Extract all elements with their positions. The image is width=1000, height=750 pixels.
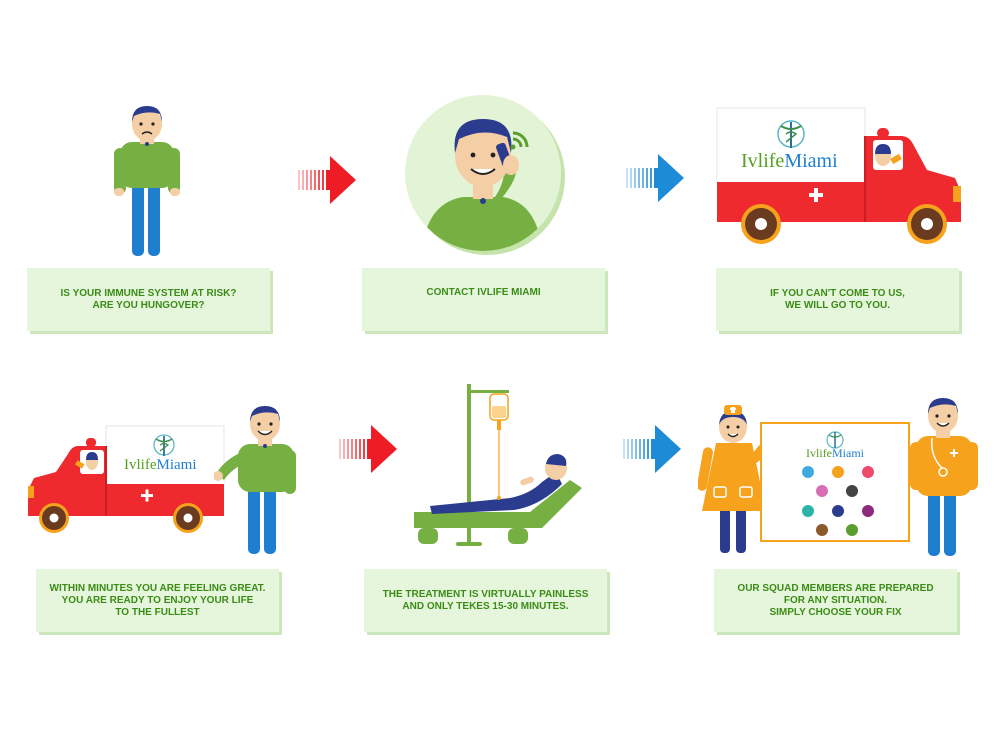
caption-line: WE WILL GO TO YOU. xyxy=(784,299,890,311)
caption-line: CONTACT IVLIFE MIAMI xyxy=(426,287,541,298)
logo-part-1: Ivlife xyxy=(741,150,785,172)
treatment-board: IvlifeMiami xyxy=(760,422,910,542)
caption-line: ARE YOU HUNGOVER? xyxy=(92,299,205,311)
caption-line: OUR SQUAD MEMBERS ARE PREPARED xyxy=(737,582,934,594)
logo-part-2: Miami xyxy=(156,457,197,473)
caduceus-icon xyxy=(153,434,175,456)
ivlife-logo: IvlifeMiami xyxy=(124,457,196,474)
wifi-signal-icon xyxy=(510,131,529,150)
caption-line: IF YOU CAN'T COME TO US, xyxy=(770,287,905,299)
arrow-right-icon xyxy=(626,154,684,202)
happy-man-illustration xyxy=(214,406,296,554)
arrow-right-icon xyxy=(623,425,681,473)
step-caption-2: CONTACT IVLIFE MIAMI xyxy=(362,268,605,331)
ambulance-icon: IvlifeMiami xyxy=(715,106,965,246)
ivlife-logo: IvlifeMiami xyxy=(741,150,838,173)
iv-drip-icon xyxy=(414,384,582,546)
ivlife-logo: IvlifeMiami xyxy=(762,446,908,461)
step-caption-1: IS YOUR IMMUNE SYSTEM AT RISK? ARE YOU H… xyxy=(27,268,270,331)
caption-line: SIMPLY CHOOSE YOUR FIX xyxy=(769,606,902,618)
step-caption-6: OUR SQUAD MEMBERS ARE PREPARED FOR ANY S… xyxy=(714,569,957,632)
logo-part-2: Miami xyxy=(832,446,864,460)
ambulance-icon: IvlifeMiami xyxy=(26,424,226,534)
arrow-right-icon xyxy=(339,425,397,473)
phone-call-illustration xyxy=(405,95,565,255)
arrow-right-icon xyxy=(298,156,356,204)
caduceus-icon xyxy=(777,120,805,148)
caduceus-icon xyxy=(826,431,844,449)
caption-line: FOR ANY SITUATION. xyxy=(783,594,888,606)
step-caption-5: THE TREATMENT IS VIRTUALLY PAINLESS AND … xyxy=(364,569,607,632)
nurse-illustration xyxy=(698,405,770,553)
caption-line: TO THE FULLEST xyxy=(115,606,200,618)
caption-line: IS YOUR IMMUNE SYSTEM AT RISK? xyxy=(60,287,237,299)
caption-line: AND ONLY TEKES 15-30 MINUTES. xyxy=(402,600,569,612)
step-caption-4: WITHIN MINUTES YOU ARE FEELING GREAT. YO… xyxy=(36,569,279,632)
caption-line: WITHIN MINUTES YOU ARE FEELING GREAT. xyxy=(49,582,266,594)
caption-line: THE TREATMENT IS VIRTUALLY PAINLESS xyxy=(382,588,589,600)
sad-man-illustration xyxy=(114,106,180,256)
logo-part-1: Ivlife xyxy=(806,446,832,460)
caption-line: YOU ARE READY TO ENJOY YOUR LIFE xyxy=(61,594,254,606)
step-caption-3: IF YOU CAN'T COME TO US, WE WILL GO TO Y… xyxy=(716,268,959,331)
doctor-illustration xyxy=(910,398,978,556)
logo-part-1: Ivlife xyxy=(124,457,157,473)
logo-part-2: Miami xyxy=(784,150,838,172)
